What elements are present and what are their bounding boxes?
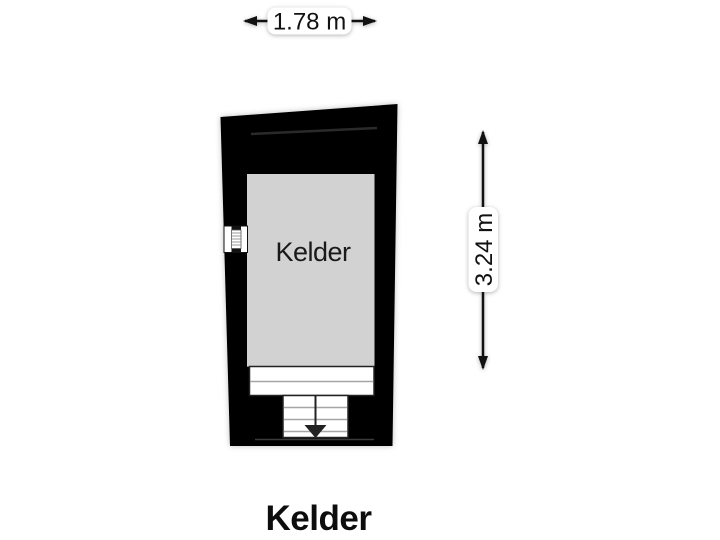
stairs-down-arrow-icon xyxy=(304,425,327,438)
floorplan-title: Kelder xyxy=(266,499,373,538)
room-label: Kelder xyxy=(275,237,351,267)
width-dimension-label-box xyxy=(267,7,352,35)
floorplan: Kelder xyxy=(220,104,398,446)
height-dimension-label: 3.24 m xyxy=(471,213,498,286)
height-dimension-label-box xyxy=(468,207,498,292)
top-wall-detail-line xyxy=(250,126,378,136)
kelder-room xyxy=(247,174,375,367)
arrow-right-icon xyxy=(363,16,377,26)
arrow-left-icon xyxy=(243,16,257,26)
height-dimension: 3.24 m xyxy=(468,130,498,370)
width-dimension-label: 1.78 m xyxy=(273,9,346,36)
arrow-down-icon xyxy=(478,356,488,370)
width-dimension: 1.78 m xyxy=(243,7,377,36)
staircase xyxy=(282,394,349,439)
window-symbol xyxy=(223,225,248,253)
staircase-landing xyxy=(248,365,375,397)
arrow-up-icon xyxy=(478,130,488,144)
